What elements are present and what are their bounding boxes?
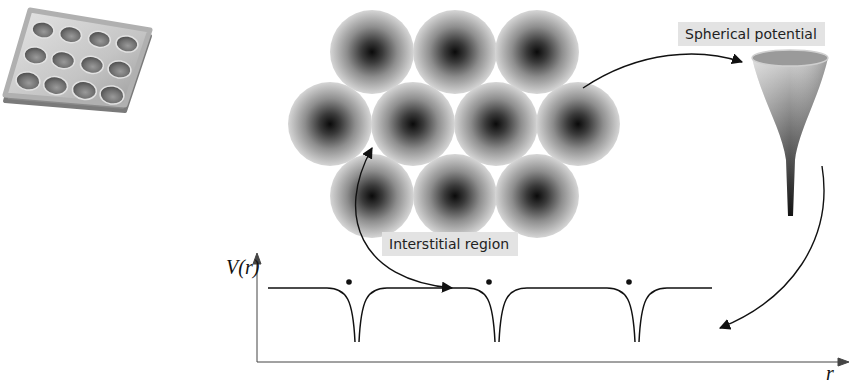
muffin-tin [5, 10, 150, 111]
axis-label: r [826, 362, 834, 384]
label-text: Interstitial region [389, 235, 511, 253]
potential-curve [268, 288, 712, 342]
atom-lattice [288, 10, 620, 238]
funnel-potential [752, 50, 828, 216]
label-box: Interstitial region [382, 232, 518, 256]
nucleus-dot [346, 279, 632, 285]
pointer-arrow [356, 54, 824, 328]
label-text: Spherical potential [685, 25, 818, 43]
axis-label: V(r) [226, 256, 259, 278]
axes [253, 253, 849, 366]
label-box: Spherical potential [678, 22, 825, 46]
